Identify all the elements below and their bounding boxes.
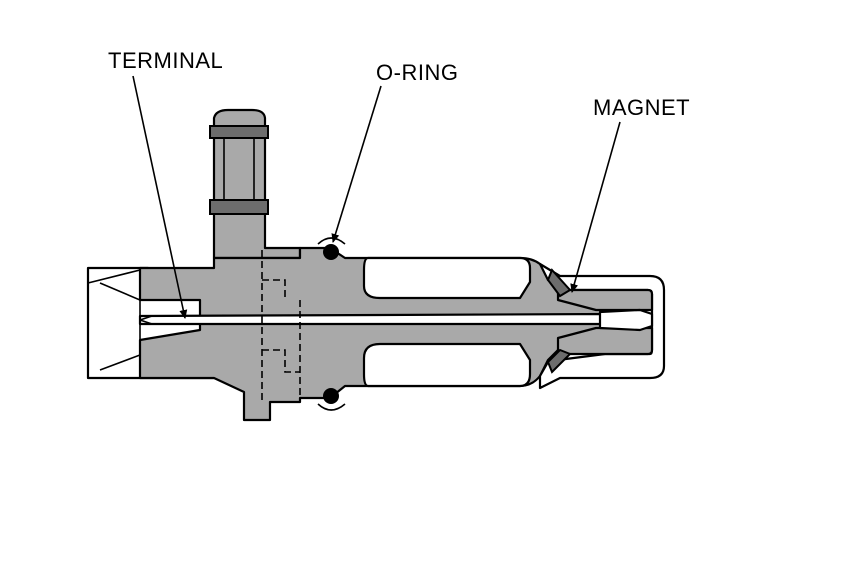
o-ring-leader-line	[331, 85, 382, 243]
o-ring-top	[323, 244, 339, 260]
terminal-pin	[138, 312, 612, 326]
o-ring-bottom	[323, 388, 339, 404]
o-ring-label: O-RING	[376, 60, 459, 85]
magnet-label: MAGNET	[593, 95, 691, 120]
hidden-lines	[261, 250, 301, 400]
terminal-label: TERMINAL	[108, 48, 224, 73]
lower-band	[209, 199, 269, 215]
connector-inner-taper	[87, 269, 141, 371]
inner-cavity	[362, 256, 532, 300]
magnet-leader-line	[570, 121, 621, 293]
pin-tip	[598, 308, 654, 332]
terminal-leader-line	[132, 75, 188, 319]
upper-band	[209, 125, 269, 139]
